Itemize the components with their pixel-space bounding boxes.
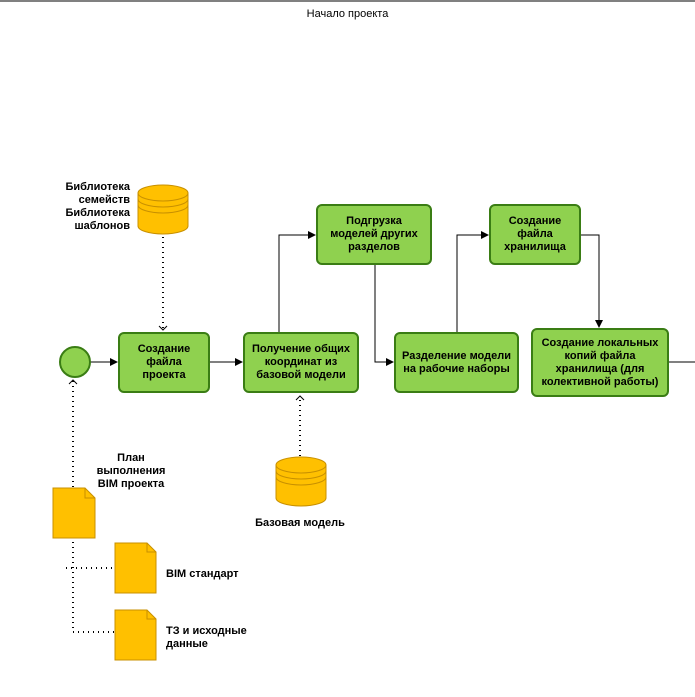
document-tz: [114, 609, 157, 661]
document-bim-plan: [52, 487, 96, 539]
label-bim-plan: План выполнения BIM проекта: [96, 452, 166, 490]
document-bim-standard: [114, 542, 157, 594]
flow-split-to-storage: [456, 231, 489, 332]
start-event: [59, 346, 91, 378]
pool-title: Начало проекта: [306, 8, 389, 20]
task-load-models: Подгрузка моделей других разделов: [316, 204, 432, 265]
flow-coords-to-load: [278, 231, 316, 333]
flow-load-to-split: [374, 265, 394, 366]
flow-storage-to-local: [580, 234, 603, 328]
label-base-model: Базовая модель: [255, 517, 345, 529]
task-split-model: Разделение модели на рабочие наборы: [394, 332, 519, 393]
task-get-coordinates: Получение общих координат из базовой мод…: [243, 332, 359, 393]
assoc-tz: [72, 537, 114, 633]
task-create-storage: Создание файла хранилища: [489, 204, 581, 265]
data-store-base-model: [275, 456, 327, 507]
label-bim-standard: BIM стандарт: [166, 568, 239, 580]
task-create-file: Создание файла проекта: [118, 332, 210, 393]
task-local-copies: Создание локальных копий файла хранилища…: [531, 328, 669, 397]
label-library: Библиотека семейств Библиотека шаблонов: [65, 181, 130, 232]
label-tz: ТЗ и исходные данные: [166, 625, 247, 650]
data-store-library: [137, 184, 189, 235]
